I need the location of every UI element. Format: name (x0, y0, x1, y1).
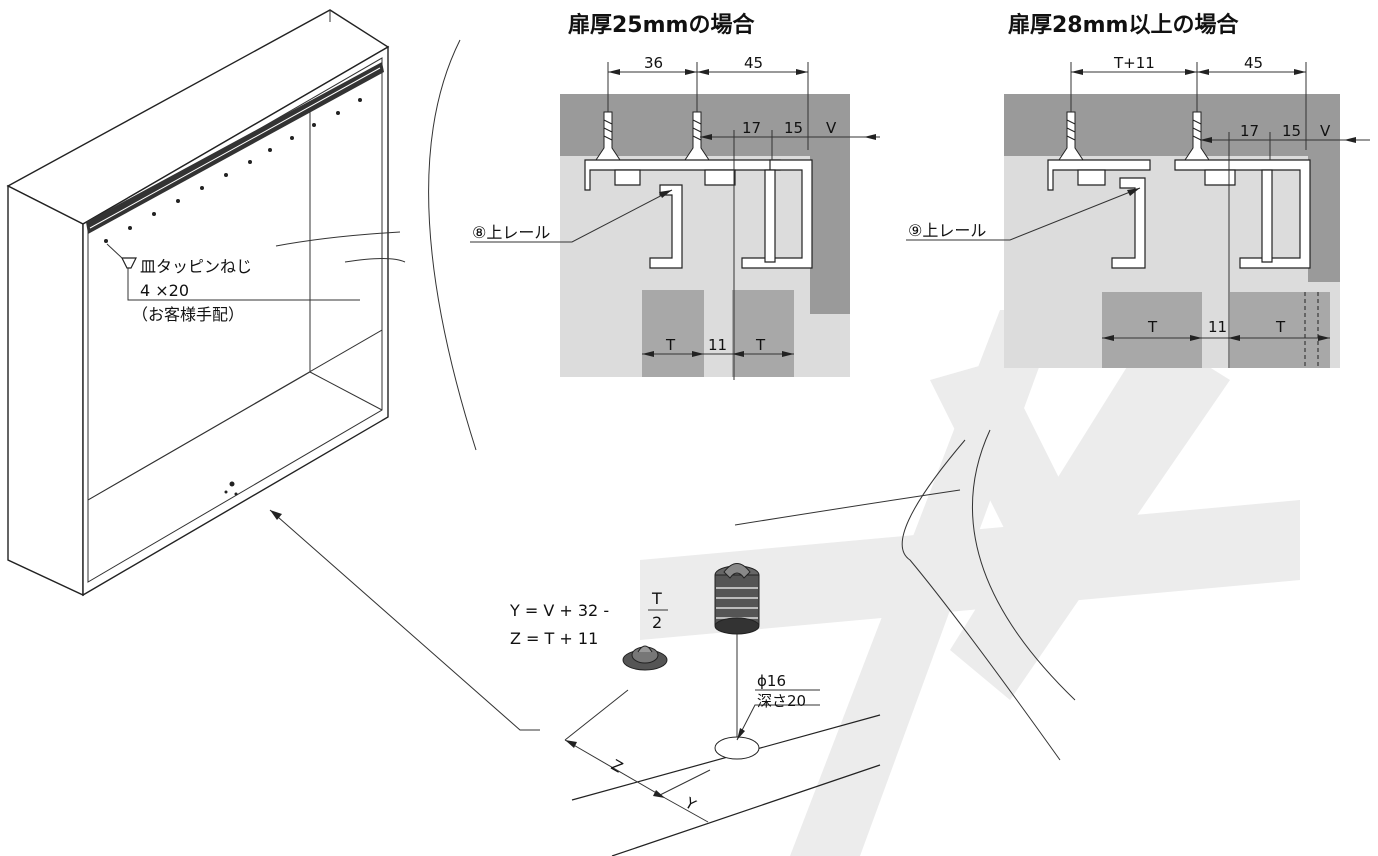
watermark (640, 310, 1300, 856)
svg-text:T: T (1147, 318, 1158, 336)
svg-text:4 ×20: 4 ×20 (140, 281, 189, 300)
svg-text:T: T (651, 589, 662, 608)
right-rail-profile (1047, 159, 1311, 269)
svg-text:17: 17 (742, 119, 761, 137)
screw-note: 皿タッピンねじ 4 ×20 （お客様手配） (106, 243, 360, 324)
svg-text:11: 11 (1208, 318, 1227, 336)
left-detail: 36 45 17 15 V T 11 T ⑧上レール (470, 54, 880, 380)
left-side-wall (810, 150, 850, 314)
svg-text:T+11: T+11 (1113, 54, 1155, 72)
svg-text:45: 45 (744, 54, 763, 72)
svg-text:ϕ16: ϕ16 (757, 672, 786, 690)
svg-text:15: 15 (1282, 122, 1301, 140)
guide-bushing (714, 563, 760, 635)
svg-text:T: T (755, 336, 766, 354)
svg-text:V: V (826, 119, 837, 137)
right-door-1 (1102, 292, 1202, 368)
right-rail-label: ⑨上レール (908, 221, 986, 240)
countersunk-screw-icon (121, 257, 137, 269)
right-door-2 (1230, 292, 1330, 368)
svg-text:Y: Y (681, 793, 700, 814)
title-right: 扉厚28mm以上の場合 (1008, 12, 1239, 38)
cabinet-drawing (6, 9, 390, 597)
svg-text:17: 17 (1240, 122, 1259, 140)
left-rail-profile (584, 159, 813, 269)
svg-text:36: 36 (644, 54, 663, 72)
left-door-2 (732, 290, 794, 377)
leader-arrow (269, 509, 540, 731)
svg-text:T: T (665, 336, 676, 354)
left-rail-label: ⑧上レール (472, 223, 550, 242)
svg-text:（お客様手配）: （お客様手配） (132, 305, 244, 324)
small-guide (622, 645, 668, 671)
right-ceiling (1004, 94, 1340, 156)
left-door-1 (642, 290, 704, 377)
svg-text:Z = T + 11: Z = T + 11 (510, 629, 598, 648)
svg-text:T: T (1275, 318, 1286, 336)
svg-text:45: 45 (1244, 54, 1263, 72)
svg-text:皿タッピンねじ: 皿タッピンねじ (140, 257, 252, 276)
floor-guide-detail: Y = V + 32 - T 2 Z = T + 11 (509, 563, 881, 856)
right-detail: T+11 45 17 15 V T 11 T ⑨上レール (906, 54, 1370, 368)
svg-text:V: V (1320, 122, 1331, 140)
cabinet-left-face (7, 184, 84, 597)
magnifier-arcs (275, 39, 1076, 761)
svg-text:15: 15 (784, 119, 803, 137)
svg-text:深さ20: 深さ20 (757, 692, 806, 710)
screw-holes (104, 98, 362, 243)
svg-text:2: 2 (652, 613, 662, 632)
right-side-wall (1308, 150, 1340, 282)
title-left: 扉厚25mmの場合 (568, 12, 755, 38)
svg-text:Y = V + 32 -: Y = V + 32 - (509, 601, 609, 620)
svg-text:11: 11 (708, 336, 727, 354)
